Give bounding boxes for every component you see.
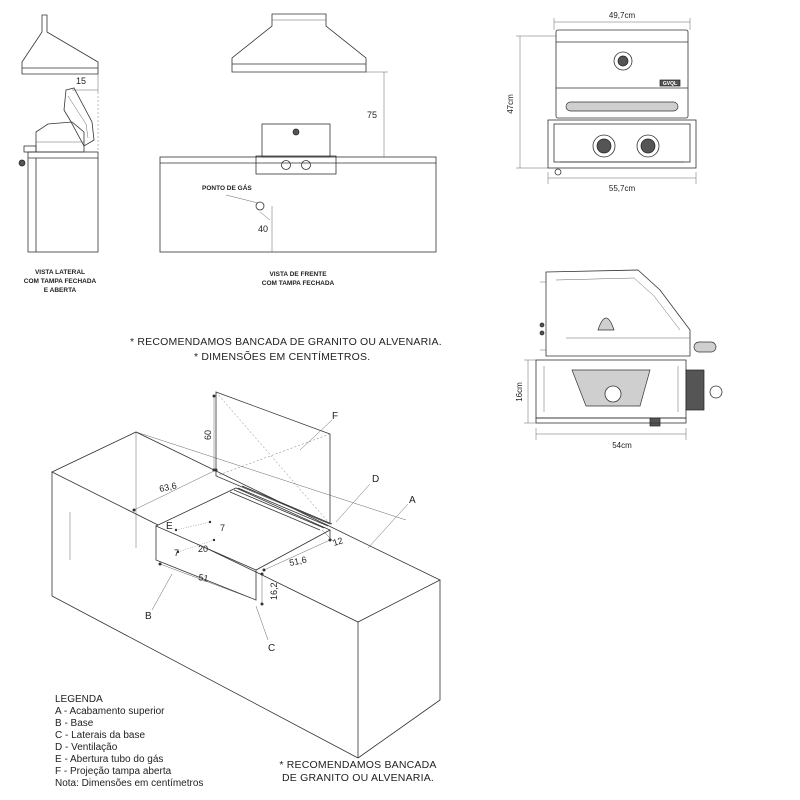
note-bottom-2: DE GRANITO OU ALVENARIA. bbox=[282, 772, 434, 784]
dim-grill-side-depth: 54cm bbox=[612, 441, 632, 450]
grill-side-lid bbox=[545, 269, 691, 357]
dim-63-6: 63,6 bbox=[158, 481, 177, 494]
grill-knob-2-icon bbox=[636, 134, 660, 158]
dim-grill-width-top: 49,7cm bbox=[609, 11, 636, 20]
note-top-1: * RECOMENDAMOS BANCADA DE GRANITO OU ALV… bbox=[130, 336, 442, 348]
grill-brand-badge bbox=[659, 79, 681, 87]
legend-item: F - Projeção tampa aberta bbox=[55, 766, 172, 777]
dim-7a: 7 bbox=[220, 523, 225, 533]
grill-control-panel bbox=[547, 119, 697, 169]
note-bottom-1: * RECOMENDAMOS BANCADA bbox=[279, 759, 436, 771]
dim-hood-gap: 15 bbox=[76, 76, 86, 86]
label-C: C bbox=[268, 643, 275, 654]
dim-grill-height: 47cm bbox=[506, 94, 515, 114]
dim-51-6: 51,6 bbox=[288, 555, 307, 568]
front-knob-1-icon bbox=[281, 160, 291, 170]
side-caption-3: E ABERTA bbox=[44, 287, 77, 294]
front-hood bbox=[231, 13, 367, 73]
front-grill-panel bbox=[255, 155, 337, 175]
side-counter bbox=[27, 151, 99, 253]
legend-item: B - Base bbox=[55, 718, 94, 729]
grill-handle bbox=[565, 101, 679, 112]
grill-side-handle bbox=[693, 341, 717, 353]
front-thermometer-icon bbox=[292, 128, 300, 136]
iso-ventilation bbox=[229, 485, 333, 531]
dim-16-2: 16,2 bbox=[269, 582, 279, 600]
grill-side-thermometer-icon bbox=[597, 317, 615, 331]
legend-note: Nota: Dimensões em centímetros bbox=[55, 778, 203, 789]
legend-item: C - Laterais da base bbox=[55, 730, 145, 741]
legend-item: E - Abertura tubo do gás bbox=[55, 754, 163, 765]
label-F: F bbox=[332, 411, 338, 422]
dim-grill-width-bottom: 55,7cm bbox=[609, 184, 636, 193]
dim-12: 12 bbox=[332, 535, 345, 548]
isometric-view: 60 63,6 7 7 20 51 51,6 12 16,2 bbox=[51, 391, 441, 759]
gas-point-icon bbox=[255, 201, 265, 211]
side-knob-icon bbox=[18, 159, 26, 167]
front-view: 75 PONTO DE GÁS 40 VISTA DE FRENTE COM T… bbox=[159, 13, 437, 287]
gas-point-label: PONTO DE GÁS bbox=[202, 183, 252, 192]
grill-front-elevation: 49,7cm 47cm GVQL 55,7cm bbox=[506, 11, 697, 193]
grill-lid bbox=[555, 29, 689, 119]
dim-hood-height: 75 bbox=[367, 110, 377, 120]
side-lid-open bbox=[63, 87, 95, 147]
grill-thermometer-icon bbox=[613, 51, 633, 71]
side-grill-body bbox=[35, 121, 85, 153]
grill-knob-1-icon bbox=[592, 134, 616, 158]
legend-item: A - Acabamento superior bbox=[55, 706, 165, 717]
dim-51: 51 bbox=[198, 572, 210, 584]
legend-title: LEGENDA bbox=[55, 694, 103, 705]
grill-side-elevation: 16cm 54cm bbox=[515, 269, 723, 450]
iso-lid-projection bbox=[215, 391, 331, 525]
front-knob-2-icon bbox=[301, 160, 311, 170]
front-caption-2: COM TAMPA FECHADA bbox=[262, 280, 335, 287]
dim-gas-height: 40 bbox=[258, 224, 268, 234]
front-caption-1: VISTA DE FRENTE bbox=[269, 271, 327, 278]
dim-60: 60 bbox=[203, 430, 213, 440]
legend-item: D - Ventilação bbox=[55, 742, 118, 753]
front-counter bbox=[159, 156, 437, 253]
grill-side-regulator bbox=[685, 369, 705, 411]
dim-20: 20 bbox=[198, 544, 208, 554]
label-D: D bbox=[372, 474, 379, 485]
note-top-2: * DIMENSÕES EM CENTÍMETROS. bbox=[194, 350, 370, 363]
dim-7b: 7 bbox=[174, 548, 179, 558]
grill-side-gas-knob-icon bbox=[709, 385, 723, 399]
side-caption-2: COM TAMPA FECHADA bbox=[24, 278, 97, 285]
label-A: A bbox=[409, 495, 416, 506]
label-E: E bbox=[166, 521, 173, 532]
side-caption-1: VISTA LATERAL bbox=[35, 269, 85, 276]
side-view: 15 VISTA LATERAL COM TAMPA FECHADA E ABE… bbox=[18, 14, 99, 294]
dim-grill-side-height: 16cm bbox=[515, 382, 524, 402]
legend: LEGENDA A - Acabamento superior B - Base… bbox=[55, 694, 203, 789]
grill-brand: GVQL bbox=[663, 81, 677, 87]
label-B: B bbox=[145, 611, 152, 622]
side-hood bbox=[21, 14, 99, 75]
